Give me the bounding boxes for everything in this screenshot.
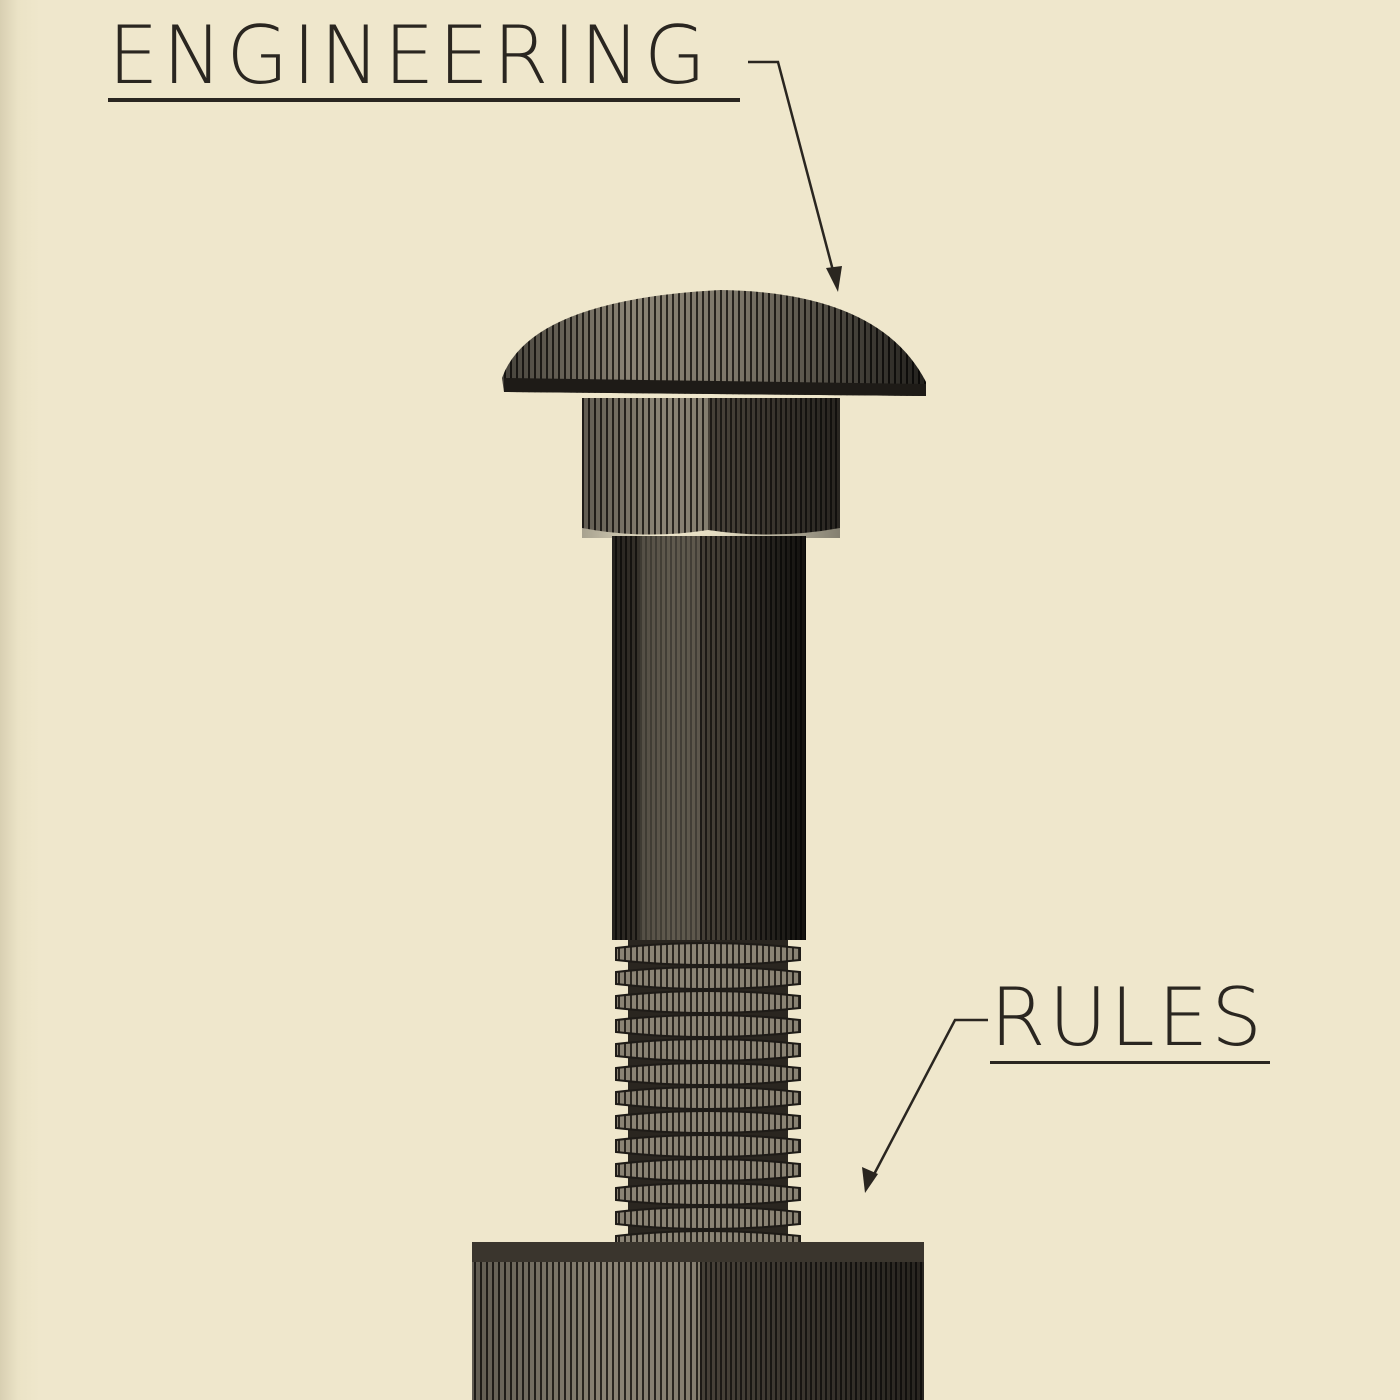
thread-ridge xyxy=(615,1014,801,1038)
thread-ridge xyxy=(615,966,801,990)
arrowhead-rules xyxy=(862,1167,878,1193)
nut xyxy=(472,1242,924,1400)
bolt-shank xyxy=(612,536,806,940)
thread-ridge xyxy=(615,990,801,1014)
thread-ridge xyxy=(615,1062,801,1086)
thread-ridge xyxy=(615,942,801,966)
title-rules: RULES xyxy=(990,971,1266,1064)
leader-engineering xyxy=(748,60,838,283)
thread-ridge xyxy=(615,1158,801,1182)
thread-ridge xyxy=(615,1182,801,1206)
thread-ridge xyxy=(615,1206,801,1230)
thread-ridge xyxy=(615,1110,801,1134)
thread-ridge xyxy=(615,1038,801,1062)
title-engineering: ENGINEERING xyxy=(108,9,710,102)
leader-rules xyxy=(868,1018,988,1183)
underline-engineering xyxy=(108,98,740,102)
bolt-neck xyxy=(582,398,840,538)
underline-rules xyxy=(990,1061,1270,1064)
bolt-thread xyxy=(615,940,801,1254)
thread-ridge xyxy=(615,1086,801,1110)
arrowhead-engineering xyxy=(826,266,842,292)
thread-ridge xyxy=(615,1134,801,1158)
bolt-head xyxy=(502,290,926,396)
